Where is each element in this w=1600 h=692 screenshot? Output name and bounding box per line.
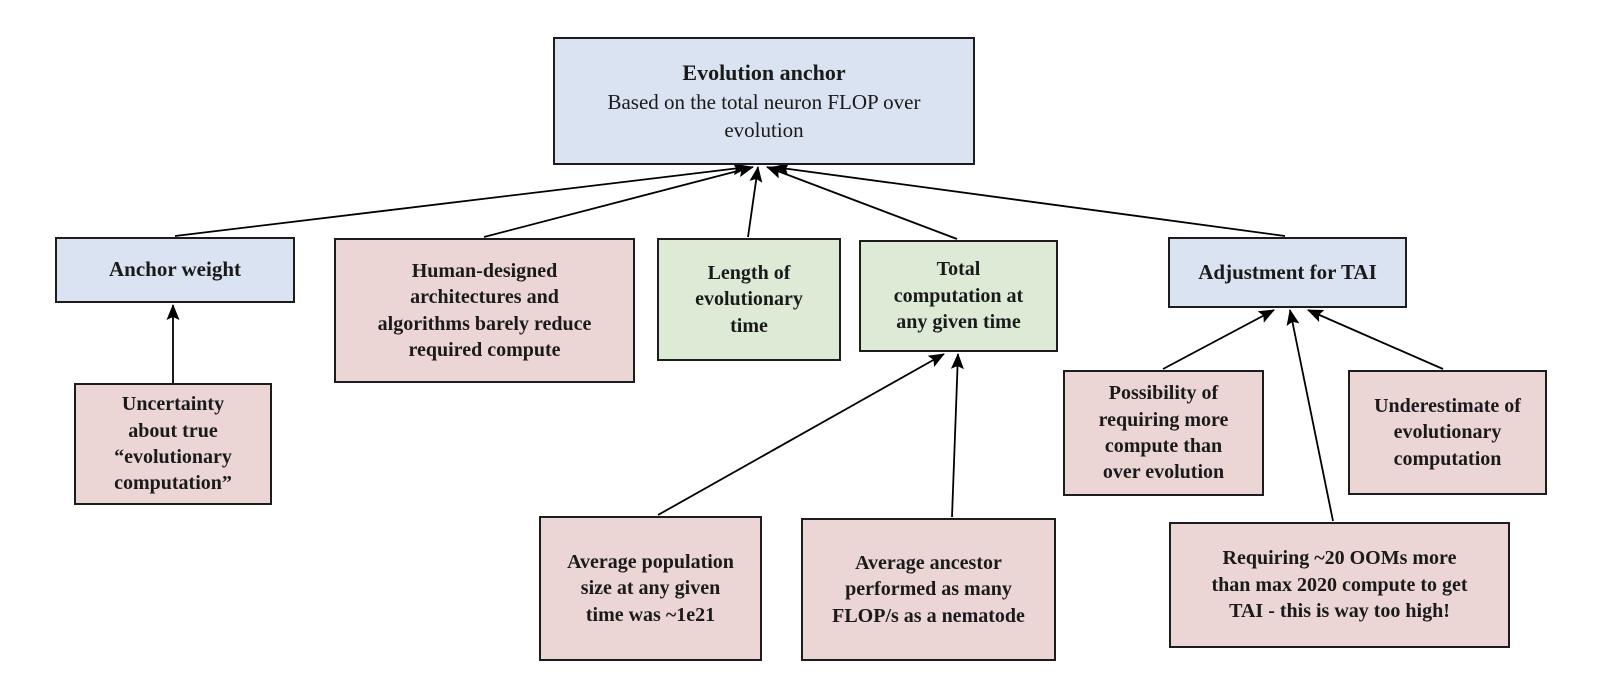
- node-label: Adjustment for TAI: [1198, 259, 1377, 284]
- node-label: Total computation at any given time: [893, 258, 1024, 334]
- node-label: Human-designed architectures and algorit…: [377, 259, 592, 361]
- node-human-designed-architectures: Human-designed architectures and algorit…: [334, 238, 635, 383]
- node-label: Possibility of requiring more compute th…: [1098, 382, 1229, 484]
- edge-adjustment-tai-to-evolution-anchor: [773, 162, 1286, 237]
- node-total-computation: Total computation at any given time: [859, 240, 1058, 352]
- node-label: Average population size at any given tim…: [567, 550, 734, 626]
- edge-avg-ancestor-to-total-computation: [950, 353, 964, 518]
- node-label: Length of evolutionary time: [695, 261, 803, 337]
- node-uncertainty-evolutionary-computation: Uncertainty about true “evolutionary com…: [74, 383, 272, 505]
- node-label: Anchor weight: [108, 257, 242, 282]
- edge-length-time-to-evolution-anchor: [747, 166, 763, 238]
- node-label: Underestimate of evolutionary computatio…: [1374, 394, 1521, 470]
- edge-avg-population-to-total-computation: [657, 353, 945, 516]
- edge-requiring-ooms-to-adjustment-tai: [1286, 309, 1334, 522]
- edge-anchor-weight-to-evolution-anchor: [174, 162, 749, 237]
- node-label: Requiring ~20 OOMs more than max 2020 co…: [1211, 547, 1468, 623]
- edge-underestimate-to-adjustment-tai: [1307, 309, 1444, 370]
- node-evolution-anchor-title: Evolution anchor: [682, 59, 846, 85]
- node-average-population-size: Average population size at any given tim…: [539, 516, 762, 661]
- node-label: Uncertainty about true “evolutionary com…: [114, 393, 232, 495]
- node-anchor-weight: Anchor weight: [55, 237, 295, 303]
- node-possibility-more-compute: Possibility of requiring more compute th…: [1063, 370, 1264, 496]
- edge-total-computation-to-evolution-anchor: [766, 166, 958, 240]
- node-average-ancestor-flops: Average ancestor performed as many FLOP/…: [801, 518, 1056, 661]
- node-evolution-anchor-subtitle: Based on the total neuron FLOP over evol…: [607, 89, 921, 142]
- node-label: Average ancestor performed as many FLOP/…: [832, 551, 1025, 627]
- edge-possibility-to-adjustment-tai: [1162, 309, 1275, 370]
- node-underestimate-evolutionary-computation: Underestimate of evolutionary computatio…: [1348, 370, 1547, 495]
- edge-human-designed-to-evolution-anchor: [483, 164, 754, 238]
- node-requiring-20-ooms: Requiring ~20 OOMs more than max 2020 co…: [1169, 522, 1510, 648]
- node-adjustment-for-tai: Adjustment for TAI: [1168, 237, 1407, 308]
- node-evolution-anchor: Evolution anchor Based on the total neur…: [553, 37, 975, 165]
- node-length-of-evolutionary-time: Length of evolutionary time: [657, 238, 841, 361]
